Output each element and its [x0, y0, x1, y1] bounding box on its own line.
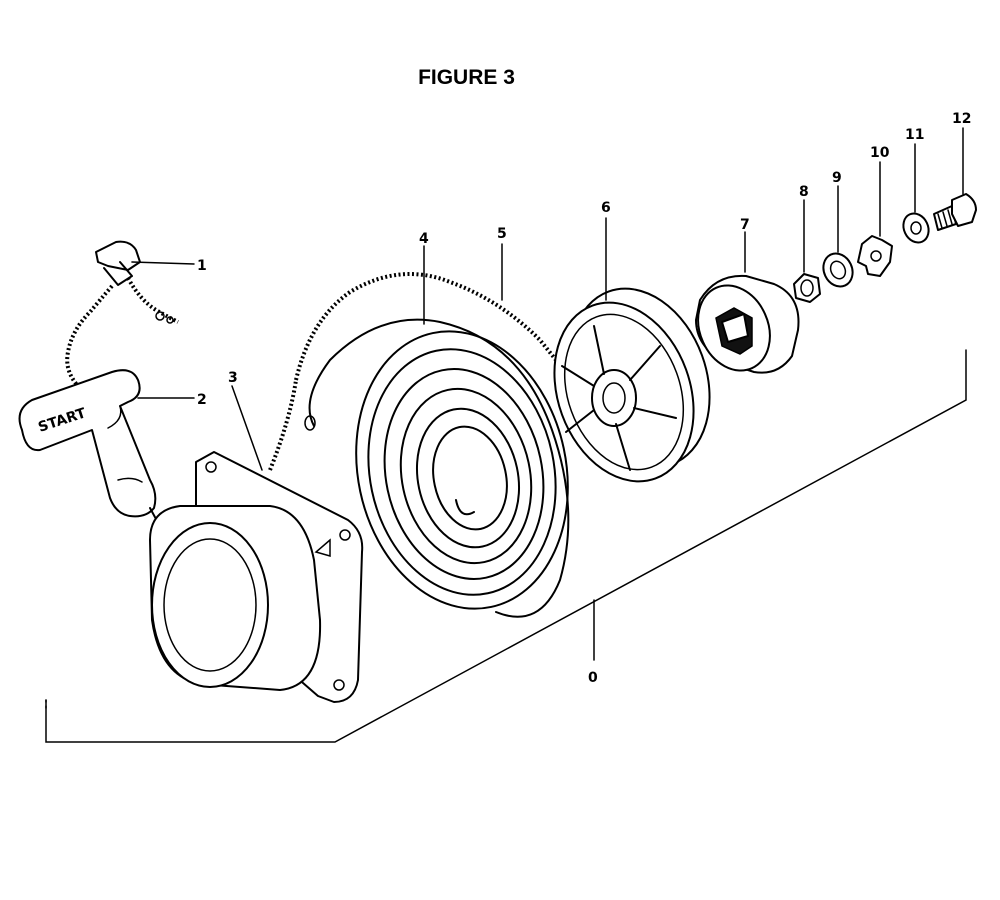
ratchet-drum-part: [695, 274, 800, 374]
callout-0: 0: [588, 670, 598, 686]
cord-clip-part: [65, 240, 179, 390]
nut-part: [793, 273, 821, 303]
starter-housing-part: [149, 379, 364, 703]
starter-rope-part: [294, 272, 558, 381]
assembly-bracket: [45, 349, 967, 743]
rope-pulley-part: [553, 287, 711, 483]
callout-5: 5: [497, 226, 507, 242]
callout-3: 3: [228, 370, 238, 386]
callout-6: 6: [601, 200, 611, 216]
lock-plate-part: [857, 235, 893, 277]
callout-8: 8: [799, 184, 809, 200]
callout-9: 9: [832, 170, 842, 186]
callout-4: 4: [419, 231, 429, 247]
callout-2: 2: [197, 392, 207, 408]
screw-part: [933, 193, 977, 231]
small-washer-part: [902, 212, 930, 244]
callout-labels: 1 2 3 4 5 6 7 8 9 10 11 12 0: [197, 111, 971, 686]
figure-title: FIGURE 3: [418, 66, 515, 89]
starter-handle-part: START: [18, 369, 163, 531]
callout-11: 11: [905, 127, 924, 143]
callout-1: 1: [197, 258, 207, 274]
callout-12: 12: [952, 111, 971, 127]
callout-7: 7: [740, 217, 750, 233]
leader-lines: [131, 127, 964, 471]
washer-part: [822, 252, 854, 288]
recoil-spring-part: [304, 318, 570, 618]
callout-10: 10: [870, 145, 890, 161]
